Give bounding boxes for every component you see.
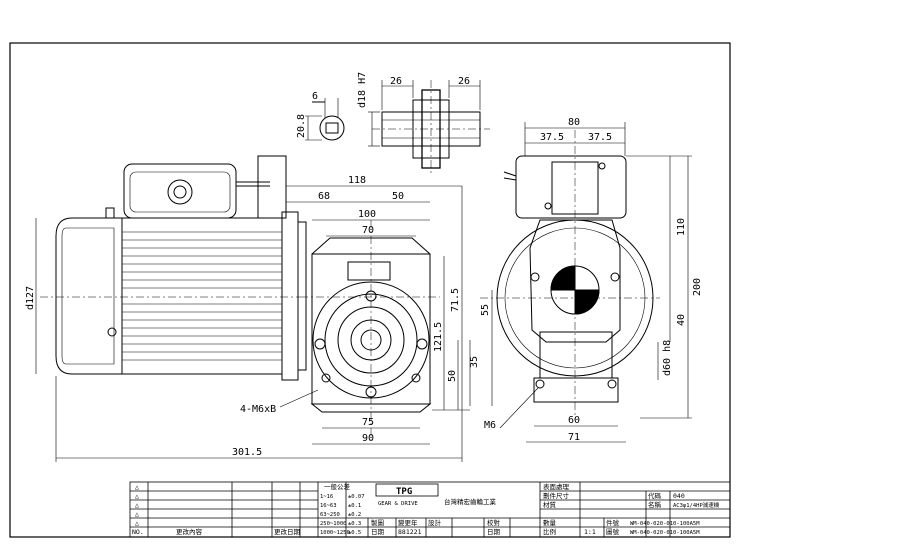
brand-logo-text: TPG (396, 487, 412, 497)
front-view (35, 155, 470, 462)
design-label: 設計 (428, 518, 442, 527)
dim-bolt-label: 4-M6xB (240, 404, 276, 415)
dim-motor-dia: d127 (25, 286, 36, 310)
drawing-no-label: 圖號 (606, 527, 620, 536)
dim-side-55: 55 (480, 304, 491, 316)
company-logo: TPG (375, 483, 439, 497)
part-label: 件號 (606, 518, 620, 527)
tol-value-2: ±0.1 (348, 503, 361, 509)
code-value: 040 (673, 492, 685, 500)
dim-width-100: 100 (358, 209, 376, 220)
dim-side-80: 80 (568, 117, 580, 128)
change-date-label: 更改日期 (274, 527, 301, 536)
sheet-border (9, 42, 731, 538)
dim-key-height: 20.8 (296, 114, 307, 138)
tol-range-4: 250~1000 (320, 521, 347, 527)
change-content-label: 更改內容 (176, 527, 203, 536)
tol-value-4: ±0.3 (348, 521, 361, 527)
revision-no-label: NO. (132, 528, 144, 536)
date-label-2: 日期 (487, 528, 501, 536)
shaft-detail (305, 80, 490, 175)
quantity-label: 數量 (543, 518, 557, 527)
drawing-no-value: WM-040-020-010-100A5M (630, 530, 700, 536)
dim-side-60: 60 (568, 415, 580, 426)
tol-value-1: ±0.07 (348, 494, 365, 500)
dim-side-71: 71 (568, 432, 580, 443)
side-view (469, 122, 692, 443)
scale-value: 1:1 (584, 528, 596, 536)
company-name: 台灣精宏齒輪工業 (444, 497, 497, 506)
dim-base-90: 90 (362, 433, 374, 444)
revision-mark-5: △ (135, 519, 139, 527)
dim-side-110: 110 (676, 218, 687, 236)
scale-label: 比例 (543, 527, 556, 536)
brand-subtitle: GEAR & DRIVE (378, 501, 418, 507)
dim-side-37-5-b: 37.5 (588, 132, 612, 143)
tol-value-3: ±0.2 (348, 512, 361, 518)
dim-right-50: 50 (392, 191, 404, 202)
tol-value-5: ±0.5 (348, 530, 361, 536)
dim-side-40: 40 (676, 314, 687, 326)
revision-mark-1: △ (135, 483, 139, 491)
dim-shaft-right: 26 (458, 76, 470, 87)
dim-shaft-left: 26 (390, 76, 402, 87)
draw-label: 製圖 (371, 518, 384, 527)
draw-no-label: 變更年 (398, 518, 418, 527)
tol-range-3: 63~250 (320, 512, 340, 518)
tol-range-1: 1~16 (320, 494, 333, 500)
dim-side-d60: d60 h8 (662, 340, 673, 376)
dim-overall-top: 118 (348, 175, 366, 186)
name-label: 名稱 (648, 500, 662, 509)
tol-range-2: 16~63 (320, 503, 337, 509)
dim-side-m6: M6 (484, 420, 496, 431)
code-label: 代碼 (648, 491, 662, 500)
date-label: 日期 (371, 528, 385, 536)
material-size-label: 劃件尺寸 (543, 491, 570, 500)
dim-key-width: 6 (312, 91, 318, 102)
date-value: 881221 (398, 528, 422, 536)
dim-base-75: 75 (362, 417, 374, 428)
tolerance-header: 一般公差 (324, 482, 351, 491)
revision-mark-2: △ (135, 492, 139, 500)
dim-height-71-5: 71.5 (450, 288, 461, 312)
material-label: 材質 (543, 500, 557, 509)
check-label: 校對 (487, 518, 501, 527)
part-value: WM-040-020-010-100A5M (630, 521, 700, 527)
dim-bore: d18 H7 (357, 72, 368, 108)
name-value: AC3φ1/4HP減速機 (673, 501, 720, 509)
revision-mark-4: △ (135, 510, 139, 518)
title-block-grid (129, 481, 731, 538)
tol-range-5: 1000~1250 (320, 530, 350, 536)
dim-side-37-5-a: 37.5 (540, 132, 564, 143)
dim-side-200: 200 (692, 278, 703, 296)
mfg-label: 表面處理 (543, 482, 570, 491)
dim-height-121-5: 121.5 (433, 322, 444, 352)
revision-mark-3: △ (135, 501, 139, 509)
dim-width-70: 70 (362, 225, 374, 236)
dim-side-35: 35 (469, 356, 480, 368)
dim-total-length: 301.5 (232, 447, 262, 458)
dim-height-50: 50 (447, 370, 458, 382)
dim-left-68: 68 (318, 191, 330, 202)
